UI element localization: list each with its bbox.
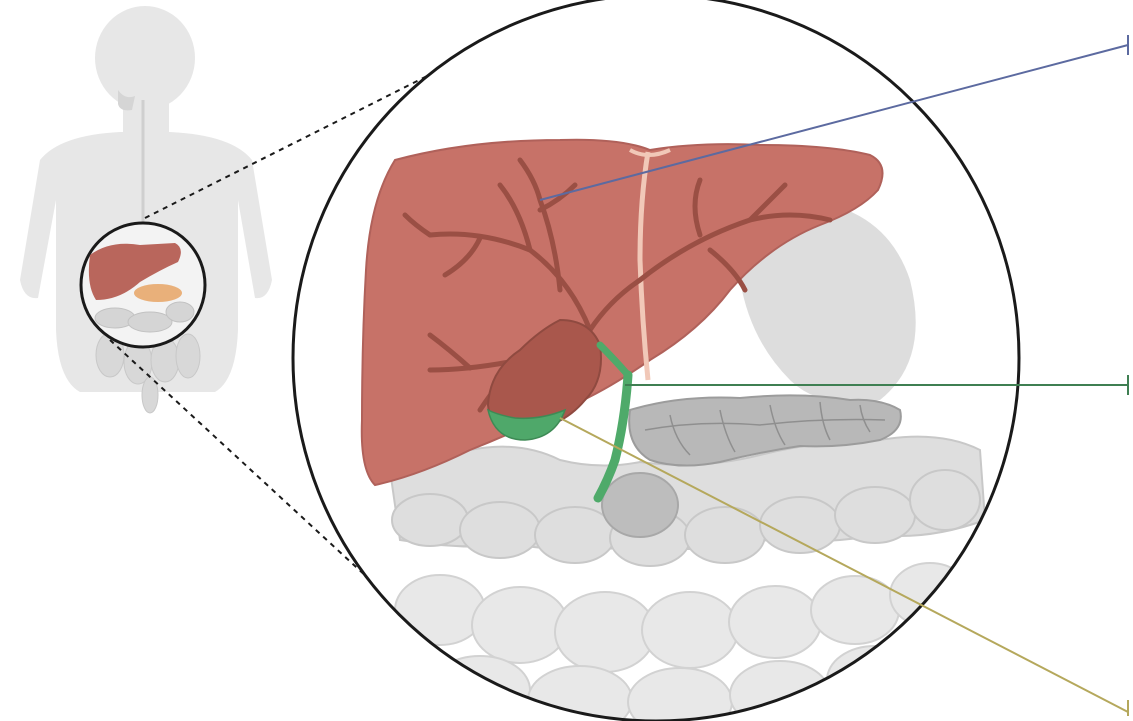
body-silhouette — [20, 6, 272, 413]
duodenum — [602, 473, 678, 537]
head-shape — [95, 6, 195, 110]
small-pancreas — [134, 284, 182, 302]
small-focus-circle — [81, 223, 205, 347]
